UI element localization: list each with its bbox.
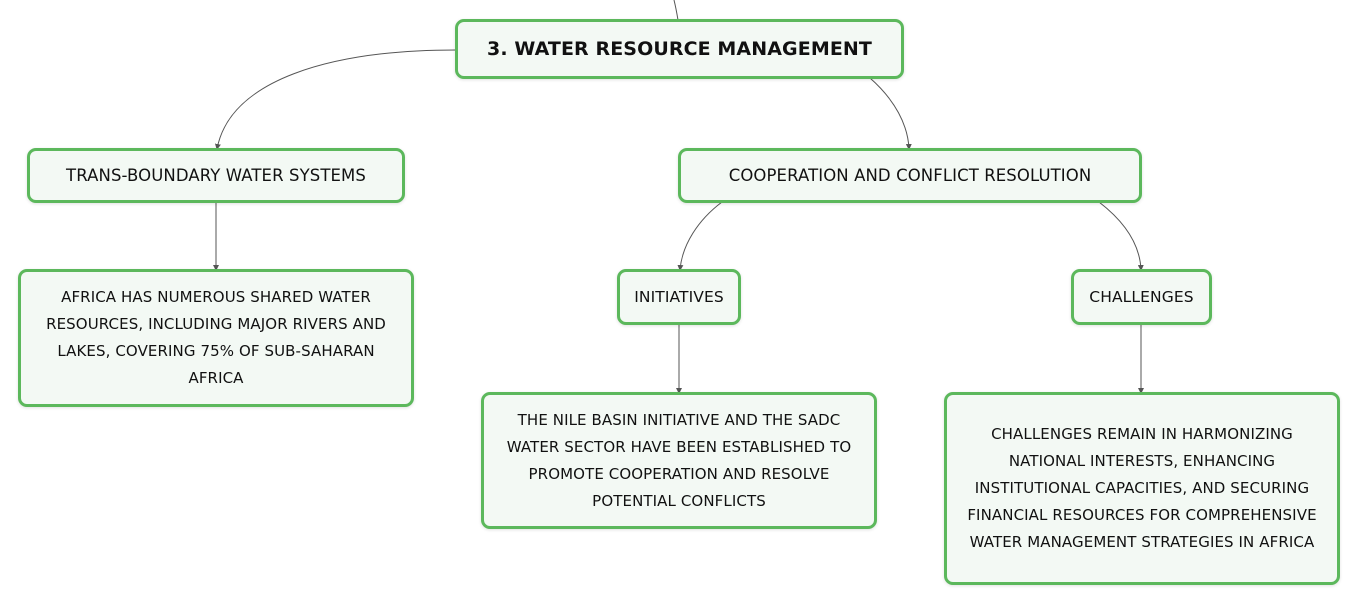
detail-node-text: CHALLENGES REMAIN IN HARMONIZING NATIONA… [967, 425, 1317, 551]
subtopic-node-label: INITIATIVES [634, 288, 724, 306]
root-node[interactable]: 3. WATER RESOURCE MANAGEMENT [455, 19, 904, 79]
topic-node-transboundary[interactable]: TRANS-BOUNDARY WATER SYSTEMS [27, 148, 405, 203]
topic-node-cooperation[interactable]: COOPERATION AND CONFLICT RESOLUTION [678, 148, 1142, 203]
detail-node-transboundary[interactable]: AFRICA HAS NUMEROUS SHARED WATER RESOURC… [18, 269, 414, 407]
subtopic-node-label: CHALLENGES [1089, 288, 1194, 306]
connector-root-to-transboundary [214, 49, 457, 150]
subtopic-node-challenges[interactable]: CHALLENGES [1071, 269, 1212, 325]
root-node-label: 3. WATER RESOURCE MANAGEMENT [487, 38, 872, 60]
detail-node-text: AFRICA HAS NUMEROUS SHARED WATER RESOURC… [46, 288, 386, 387]
detail-node-challenges[interactable]: CHALLENGES REMAIN IN HARMONIZING NATIONA… [944, 392, 1340, 585]
detail-node-text: THE NILE BASIN INITIATIVE AND THE SADC W… [506, 410, 852, 510]
connector-cooperation-to-challenges [1098, 201, 1144, 271]
topic-node-label: TRANS-BOUNDARY WATER SYSTEMS [66, 166, 366, 185]
subtopic-node-initiatives[interactable]: INITIATIVES [617, 269, 741, 325]
topic-node-label: COOPERATION AND CONFLICT RESOLUTION [728, 166, 1092, 185]
connector-root-to-cooperation [869, 77, 912, 150]
connector-incoming-root [673, 0, 679, 21]
detail-node-initiatives[interactable]: THE NILE BASIN INITIATIVE AND THE SADC W… [481, 392, 877, 529]
connector-cooperation-to-initiatives [677, 201, 723, 271]
